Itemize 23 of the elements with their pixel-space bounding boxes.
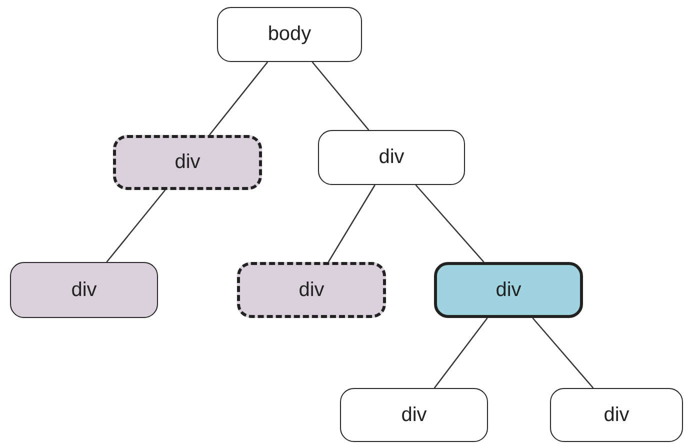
connector-line: [106, 190, 166, 262]
tree-node: [318, 130, 465, 185]
node-label: body: [268, 23, 312, 46]
tree-node: [237, 262, 386, 318]
connector-line: [328, 184, 376, 262]
tree-node: [434, 262, 583, 318]
node-label: div: [378, 146, 404, 169]
node-label: div: [298, 278, 324, 302]
connector-line: [434, 318, 488, 388]
node-label: div: [174, 151, 200, 174]
connector-line: [532, 318, 594, 388]
connector-line: [415, 184, 484, 262]
connector-line: [312, 62, 370, 130]
connector-line: [208, 62, 268, 136]
tree-node: [550, 388, 683, 442]
tree-node: [10, 262, 158, 318]
node-label: div: [71, 278, 97, 302]
tree-node: [113, 135, 262, 190]
node-label: div: [401, 404, 427, 426]
node-label: div: [496, 278, 522, 302]
node-label: div: [604, 404, 630, 426]
tree-node: [217, 7, 362, 62]
tree-node: [340, 388, 488, 442]
